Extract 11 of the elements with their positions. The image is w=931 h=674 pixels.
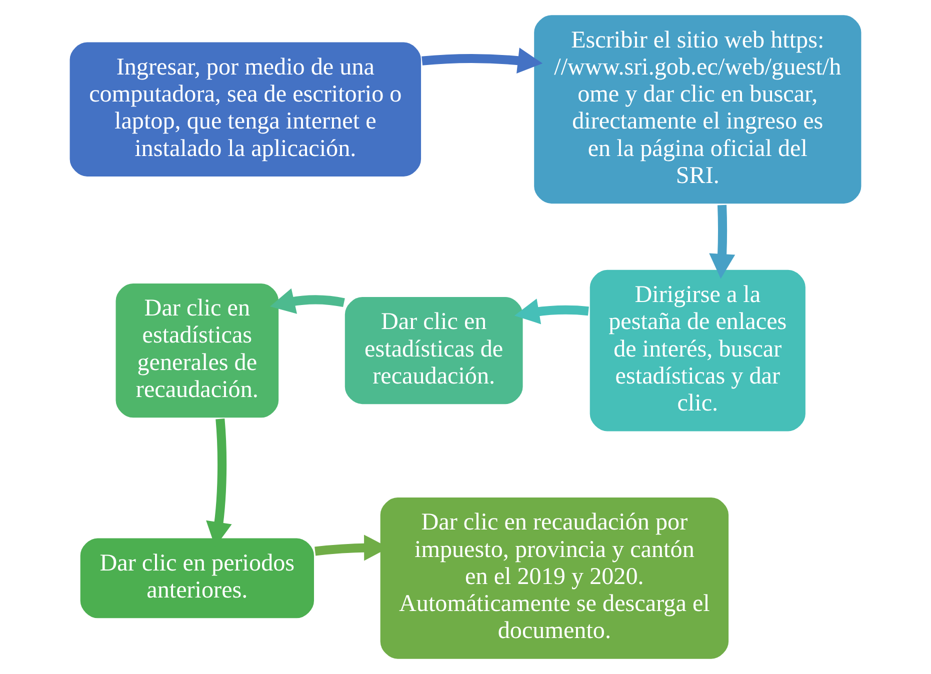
arrow [514, 298, 589, 324]
node-box: Dirigirse a la pestaña de enlaces de interés, buscar estadísticas y dar clic. [588, 268, 807, 433]
node-box: Escribir el sitio web https://www.sri.gob.ec/web/guest/home y dar clic en buscar, directamente el ingreso es en la página oficial del SRI. [532, 14, 863, 206]
arrow [422, 48, 543, 74]
node-box: Dar clic en estadísticas de recaudación. [343, 296, 524, 406]
arrow [709, 204, 736, 279]
node-box: Dar clic en recaudación por impuesto, provincia y cantón en el 2019 y 2020. Automáticamente se descarga el documento. [378, 496, 730, 660]
arrow [270, 288, 345, 314]
node-box: Ingresar, por medio de una computadora, sea de escritorio o laptop, que tenga internet e instalado la aplicación. [68, 40, 423, 178]
node-box: Dar clic en periodos anteriores. [78, 536, 316, 620]
node-box: Dar clic en estadísticas generales de recaudación. [114, 282, 280, 420]
